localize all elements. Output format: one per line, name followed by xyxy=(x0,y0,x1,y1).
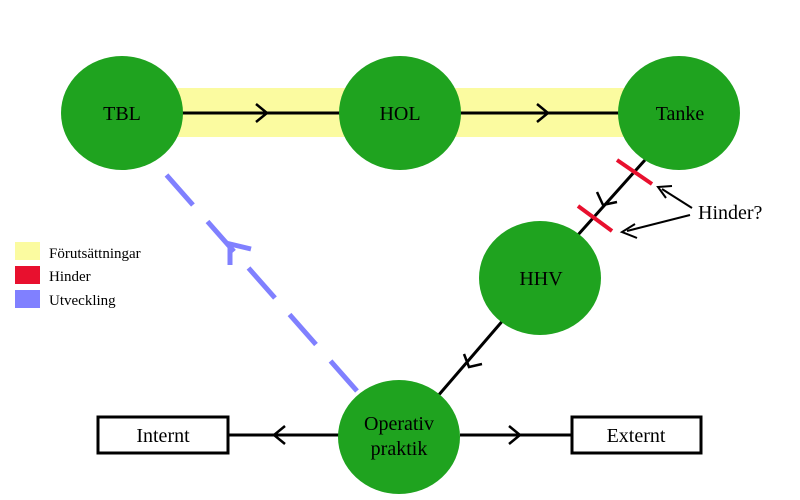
arrowhead-tbl-hol xyxy=(255,103,269,123)
obstacle-mark-lower xyxy=(576,204,614,233)
legend: Förutsättningar Hinder Utveckling xyxy=(15,242,141,309)
box-label-internt: Internt xyxy=(136,425,190,447)
node-label-tbl: TBL xyxy=(103,103,141,125)
legend-label-forutsattningar: Förutsättningar xyxy=(49,246,141,262)
node-tbl xyxy=(61,56,183,170)
obstacle-mark-upper xyxy=(615,158,654,186)
node-label-tanke: Tanke xyxy=(656,103,705,125)
legend-swatch-forutsattningar xyxy=(15,242,40,260)
arrowhead-hhv-operativ xyxy=(462,353,483,369)
annotation-arrow-upper xyxy=(661,188,693,209)
annotation-hinder-question: Hinder? xyxy=(698,202,763,224)
node-hol xyxy=(339,56,461,170)
node-label-praktik: praktik xyxy=(371,438,428,460)
legend-label-hinder: Hinder xyxy=(49,269,91,285)
annotation-arrow-lower xyxy=(626,214,691,232)
legend-swatch-utveckling xyxy=(15,290,40,308)
legend-label-utveckling: Utveckling xyxy=(49,293,116,309)
arrowhead-to-internt xyxy=(272,425,286,445)
annotation-arrowhead-lower xyxy=(619,223,638,239)
node-operativ-praktik xyxy=(338,380,460,494)
box-internt xyxy=(96,415,230,455)
legend-swatch-hinder xyxy=(15,266,40,284)
box-externt xyxy=(570,415,703,455)
arrowhead-hol-tanke xyxy=(536,103,550,123)
node-label-operativ: Operativ xyxy=(364,413,434,435)
flow-line-hhv-operativ xyxy=(435,317,507,398)
annotation-arrowhead-upper xyxy=(656,185,673,199)
development-arrowhead xyxy=(227,240,252,265)
node-label-hol: HOL xyxy=(379,103,420,125)
node-label-hhv: HHV xyxy=(519,268,563,290)
arrowhead-tanke-hhv xyxy=(595,191,618,207)
arrowhead-to-externt xyxy=(508,425,522,445)
node-tanke xyxy=(618,56,740,170)
box-label-externt: Externt xyxy=(607,425,666,447)
node-hhv xyxy=(479,221,601,335)
development-dashed-line xyxy=(153,160,359,393)
